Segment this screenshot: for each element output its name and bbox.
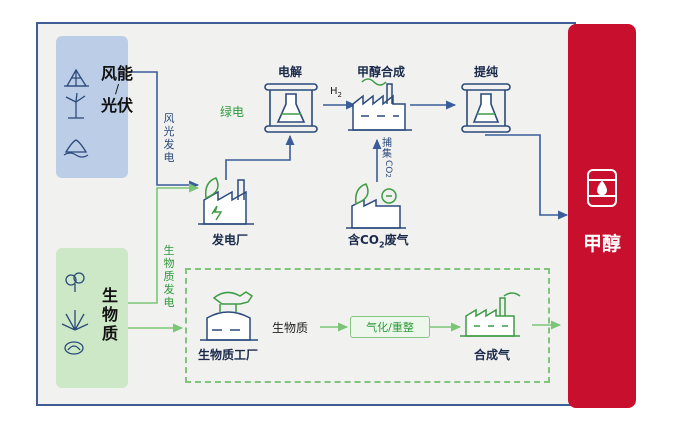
synthesis-plant-icon [348, 78, 412, 131]
capture-co2-label: 捕集 CO2 [382, 138, 393, 178]
methanol-output-bar [568, 24, 636, 408]
syngas-label: 合成气 [474, 348, 511, 362]
co2-waste-gas-label: 含CO2废气 [348, 233, 409, 250]
purification-reactor-icon [461, 83, 511, 133]
power-plant-label: 发电厂 [212, 233, 249, 247]
tree-icon [65, 272, 85, 292]
biomass-factory-icon [200, 291, 258, 341]
electrolysis-label: 电解 [278, 65, 303, 79]
wind-turbine-icon [65, 92, 86, 119]
co2-factory-icon [346, 183, 406, 229]
purification-to-methanol-arrow [485, 134, 569, 220]
green-power-label: 绿电 [220, 105, 245, 119]
oil-barrel-icon [587, 169, 617, 207]
wind-power-flow-label: 风光发电 [163, 112, 175, 164]
power-plant-icon [198, 177, 254, 225]
green-power-arrow [225, 134, 295, 180]
green-flow-arrows [128, 183, 562, 333]
gasify-reform-box: 气化/重整 [350, 316, 430, 338]
electrolysis-reactor-icon [264, 83, 318, 133]
blue-flow-arrows [128, 71, 569, 220]
biomass-feed-label: 生物质 [272, 321, 309, 335]
wind-label: 风能 [101, 64, 134, 83]
syngas-plant-icon [460, 292, 521, 337]
biomass-power-arrow [128, 183, 200, 304]
grass-icon [61, 310, 89, 331]
wind-solar-separator: / [114, 82, 120, 96]
biomass-power-flow-label: 生物质发电 [163, 244, 175, 309]
biomass-factory-label: 生物质工厂 [198, 348, 259, 362]
biomass-source-label: 生物质 [102, 286, 119, 343]
wind-solar-to-plant-arrow [128, 71, 200, 190]
methanol-output-label: 甲醇 [582, 233, 621, 255]
solar-label: 光伏 [101, 96, 134, 115]
solar-panel-icon [64, 68, 89, 87]
hydrogen-label: H2 [330, 86, 342, 99]
waste-icon [64, 341, 84, 355]
methanol-synthesis-label: 甲醇合成 [357, 65, 406, 79]
hydro-dam-icon [63, 139, 89, 158]
purification-label: 提纯 [474, 65, 499, 79]
wind-solar-panel [56, 36, 128, 178]
wind-solar-label: 风能 / 光伏 [101, 64, 133, 115]
